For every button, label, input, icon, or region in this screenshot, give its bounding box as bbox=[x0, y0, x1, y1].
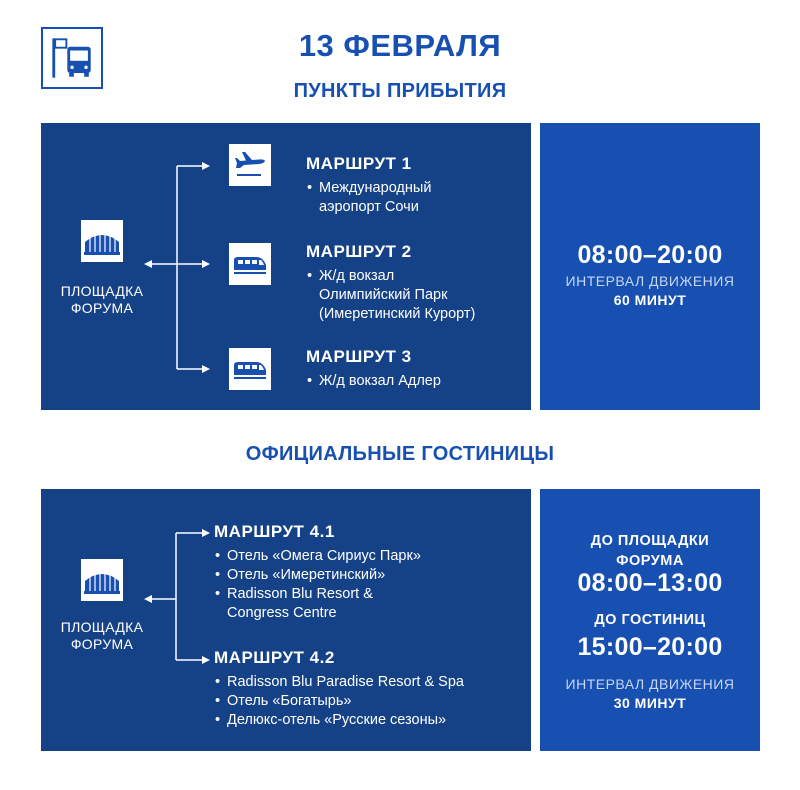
stop-line: Radisson Blu Paradise Resort & Spa bbox=[227, 674, 464, 690]
list-item: Отель «Омега Сириус Парк» bbox=[214, 547, 421, 566]
list-item: Ж/д вокзал Адлер bbox=[306, 372, 441, 391]
venue-label: ПЛОЩАДКА ФОРУМА bbox=[42, 619, 162, 653]
stop-line: Отель «Богатырь» bbox=[227, 693, 352, 709]
to-venue-line2: ФОРУМА bbox=[616, 553, 684, 569]
stop-line: Олимпийский Парк bbox=[319, 287, 448, 303]
route-connector-lines bbox=[144, 162, 210, 373]
hotels-schedule-panel: ДО ПЛОЩАДКИ ФОРУМА 08:00–13:00 ДО ГОСТИН… bbox=[540, 489, 760, 751]
arrivals-schedule-panel: 08:00–20:00 ИНТЕРВАЛ ДВИЖЕНИЯ 60 МИНУТ bbox=[540, 123, 760, 410]
train-icon bbox=[229, 348, 271, 390]
route-title: МАРШРУТ 1 bbox=[306, 154, 412, 173]
arrivals-routes-panel: ПЛОЩАДКА ФОРУМА МАРШРУТ 1 bbox=[41, 123, 531, 410]
venue-label-line2: ФОРУМА bbox=[70, 300, 134, 316]
venue-label-line2: ФОРУМА bbox=[70, 636, 134, 652]
hotels-routes-panel: ПЛОЩАДКА ФОРУМА МАРШРУТ 4.1 Отель «Омега… bbox=[41, 489, 531, 751]
venue-label: ПЛОЩАДКА ФОРУМА bbox=[42, 283, 162, 317]
list-item: Ж/д вокзал Олимпийский Парк (Имеретински… bbox=[306, 267, 475, 324]
page-title: 13 ФЕВРАЛЯ bbox=[298, 28, 502, 63]
stop-line: аэропорт Сочи bbox=[319, 199, 419, 215]
stop-line: Radisson Blu Resort & bbox=[227, 586, 373, 602]
interval-label: ИНТЕРВАЛ ДВИЖЕНИЯ bbox=[565, 676, 735, 692]
stop-line: Отель «Имеретинский» bbox=[227, 567, 386, 583]
to-venue-time: 08:00–13:00 bbox=[577, 569, 723, 597]
route-4-2: МАРШРУТ 4.2 Radisson Blu Paradise Resort… bbox=[214, 647, 464, 730]
route-2: МАРШРУТ 2 Ж/д вокзал Олимпийский Парк (И… bbox=[306, 241, 475, 324]
airplane-icon bbox=[229, 144, 271, 186]
stop-line: Международный bbox=[319, 180, 432, 196]
list-item: Radisson Blu Paradise Resort & Spa bbox=[214, 673, 464, 692]
list-item: Отель «Имеретинский» bbox=[214, 566, 421, 585]
list-item: Radisson Blu Resort & Congress Centre bbox=[214, 585, 421, 623]
route-4-1: МАРШРУТ 4.1 Отель «Омега Сириус Парк» От… bbox=[214, 521, 421, 623]
interval-value: 30 МИНУТ bbox=[613, 695, 687, 711]
to-hotels-time: 15:00–20:00 bbox=[577, 633, 723, 661]
list-item: Международный аэропорт Сочи bbox=[306, 179, 431, 217]
stadium-icon bbox=[81, 559, 123, 601]
route-title: МАРШРУТ 4.1 bbox=[214, 522, 335, 541]
schedule-time: 08:00–20:00 bbox=[577, 241, 723, 269]
list-item: Делюкс-отель «Русские сезоны» bbox=[214, 711, 464, 730]
route-1: МАРШРУТ 1 Международный аэропорт Сочи bbox=[306, 153, 431, 217]
section-title-arrivals: ПУНКТЫ ПРИБЫТИЯ bbox=[293, 80, 507, 102]
route-title: МАРШРУТ 4.2 bbox=[214, 648, 335, 667]
to-hotels-label: ДО ГОСТИНИЦ bbox=[594, 612, 706, 628]
to-venue-line1: ДО ПЛОЩАДКИ bbox=[590, 533, 710, 549]
route-title: МАРШРУТ 2 bbox=[306, 242, 412, 261]
stadium-icon bbox=[81, 220, 123, 262]
section-title-hotels: ОФИЦИАЛЬНЫЕ ГОСТИНИЦЫ bbox=[245, 443, 555, 465]
venue-label-line1: ПЛОЩАДКА bbox=[60, 619, 144, 635]
stop-line: Congress Centre bbox=[227, 605, 337, 621]
bus-stop-logo-icon bbox=[41, 27, 103, 89]
stop-line: Делюкс-отель «Русские сезоны» bbox=[227, 712, 447, 728]
stop-line: Ж/д вокзал Адлер bbox=[319, 373, 441, 389]
to-venue-label: ДО ПЛОЩАДКИ ФОРУМА bbox=[540, 531, 760, 571]
stop-line: (Имеретинский Курорт) bbox=[319, 306, 476, 322]
train-icon bbox=[229, 243, 271, 285]
venue-label-line1: ПЛОЩАДКА bbox=[60, 283, 144, 299]
stop-line: Отель «Омега Сириус Парк» bbox=[227, 548, 421, 564]
interval-label: ИНТЕРВАЛ ДВИЖЕНИЯ bbox=[565, 273, 735, 289]
route-connector-lines bbox=[144, 529, 210, 664]
list-item: Отель «Богатырь» bbox=[214, 692, 464, 711]
interval-value: 60 МИНУТ bbox=[613, 292, 687, 308]
route-3: МАРШРУТ 3 Ж/д вокзал Адлер bbox=[306, 346, 441, 391]
stop-line: Ж/д вокзал bbox=[319, 268, 395, 284]
route-title: МАРШРУТ 3 bbox=[306, 347, 412, 366]
